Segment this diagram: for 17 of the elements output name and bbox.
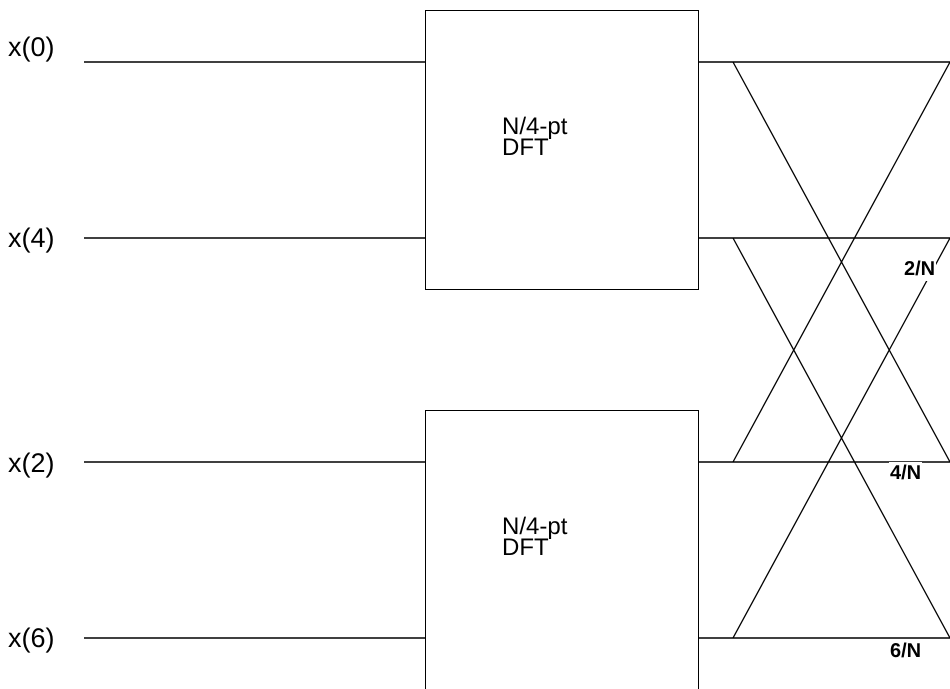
block-label: N/4-pt DFT bbox=[502, 516, 568, 558]
twiddle-factor-label: 2/N bbox=[903, 258, 936, 281]
signal-line bbox=[84, 237, 425, 239]
input-label: x(4) bbox=[8, 223, 78, 253]
input-label: x(0) bbox=[8, 32, 78, 62]
input-label: x(2) bbox=[8, 448, 78, 478]
signal-line bbox=[84, 461, 425, 463]
output-line bbox=[699, 637, 950, 639]
dft-block bbox=[425, 10, 699, 290]
input-label: x(6) bbox=[8, 623, 78, 653]
signal-line bbox=[84, 637, 425, 639]
output-line bbox=[699, 461, 950, 463]
output-line bbox=[699, 61, 950, 63]
block-label: N/4-pt DFT bbox=[502, 116, 568, 158]
signal-line bbox=[84, 61, 425, 63]
output-line bbox=[699, 237, 950, 239]
dft-block bbox=[425, 410, 699, 689]
